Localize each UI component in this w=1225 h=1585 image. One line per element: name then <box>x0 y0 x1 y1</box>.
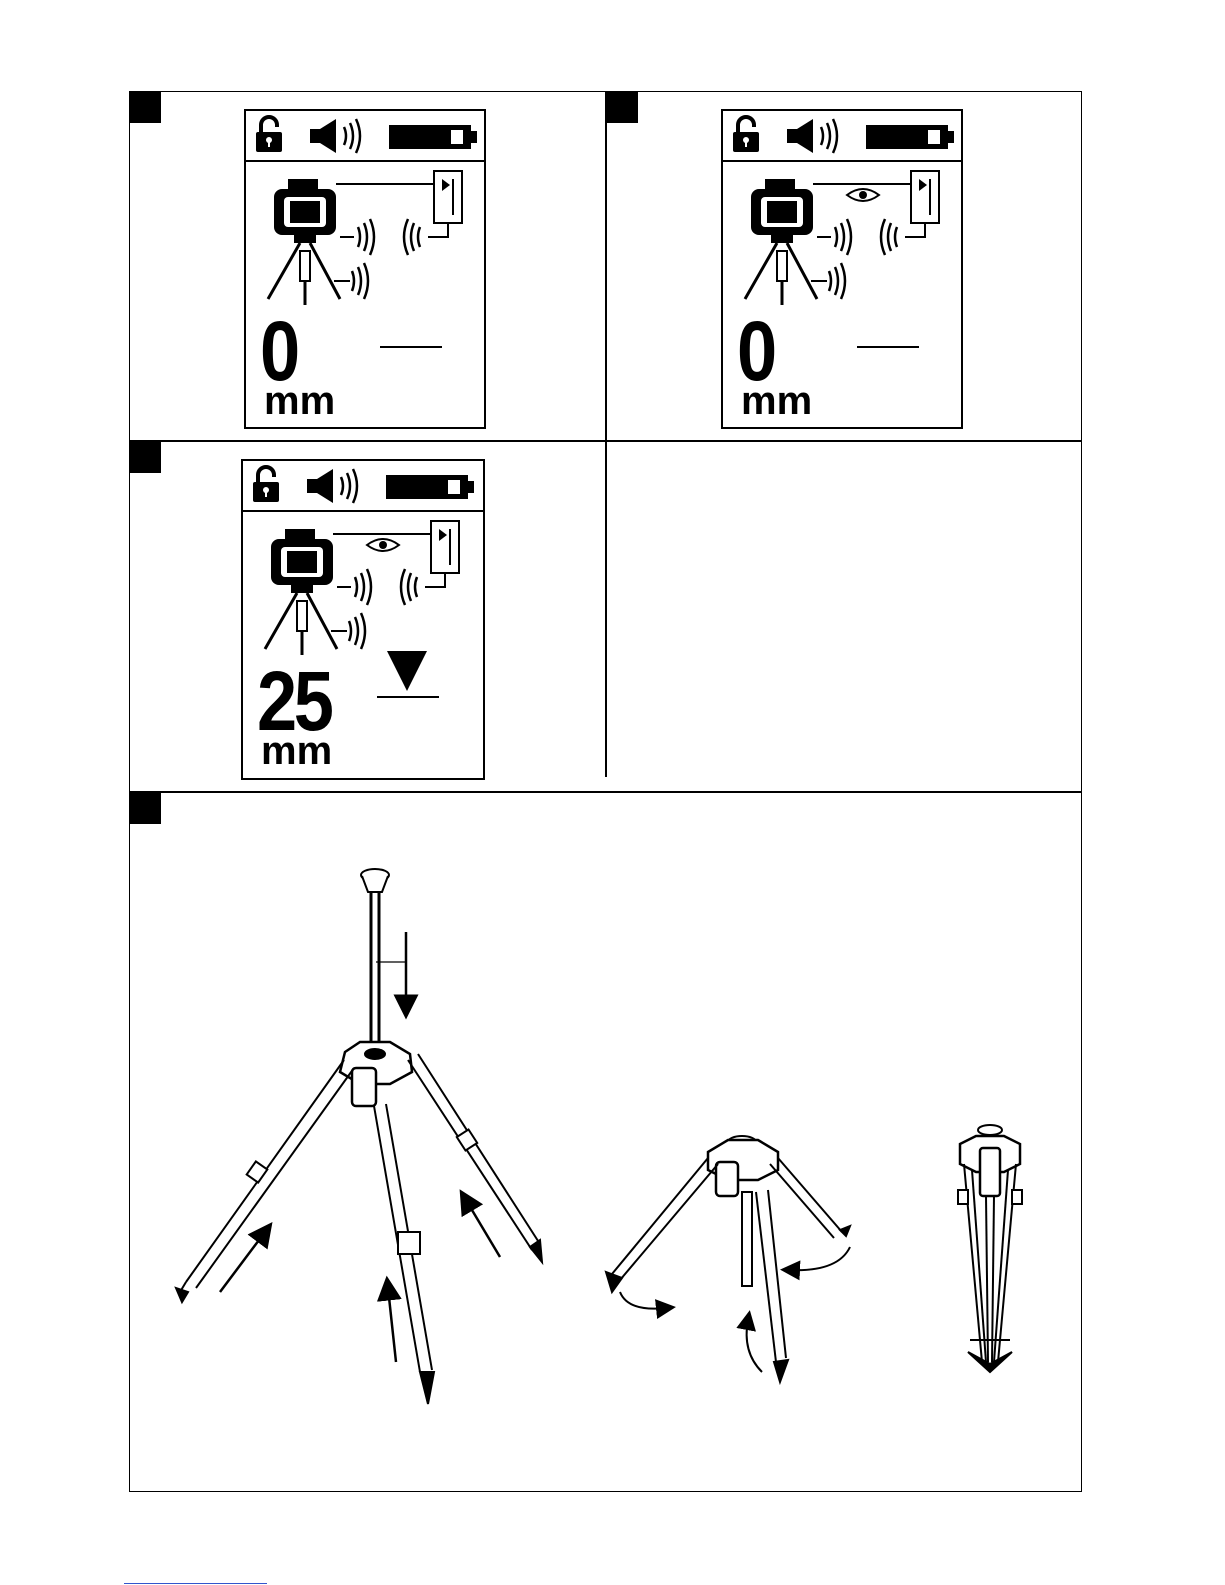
section-marker-2 <box>606 91 638 123</box>
tripod-folding-drawing <box>606 1136 850 1382</box>
battery-icon <box>389 125 477 149</box>
battery-icon <box>386 475 474 499</box>
tripod-folded-drawing <box>958 1125 1022 1372</box>
distance-unit: mm <box>261 731 332 771</box>
section-marker-3 <box>129 441 161 473</box>
footer-underline <box>124 1583 267 1584</box>
distance-unit: mm <box>264 381 335 421</box>
battery-icon <box>866 125 954 149</box>
divider-col <box>605 91 607 777</box>
tripod-illustration <box>130 792 1080 1490</box>
distance-unit: mm <box>741 381 812 421</box>
section-marker-1 <box>129 91 161 123</box>
tripod-extended-drawing <box>176 869 542 1404</box>
lcd-panel-1: 0 mm <box>244 109 486 429</box>
lcd-panel-2: 0 mm <box>721 109 963 429</box>
lcd-panel-3: 25 mm <box>241 459 483 779</box>
